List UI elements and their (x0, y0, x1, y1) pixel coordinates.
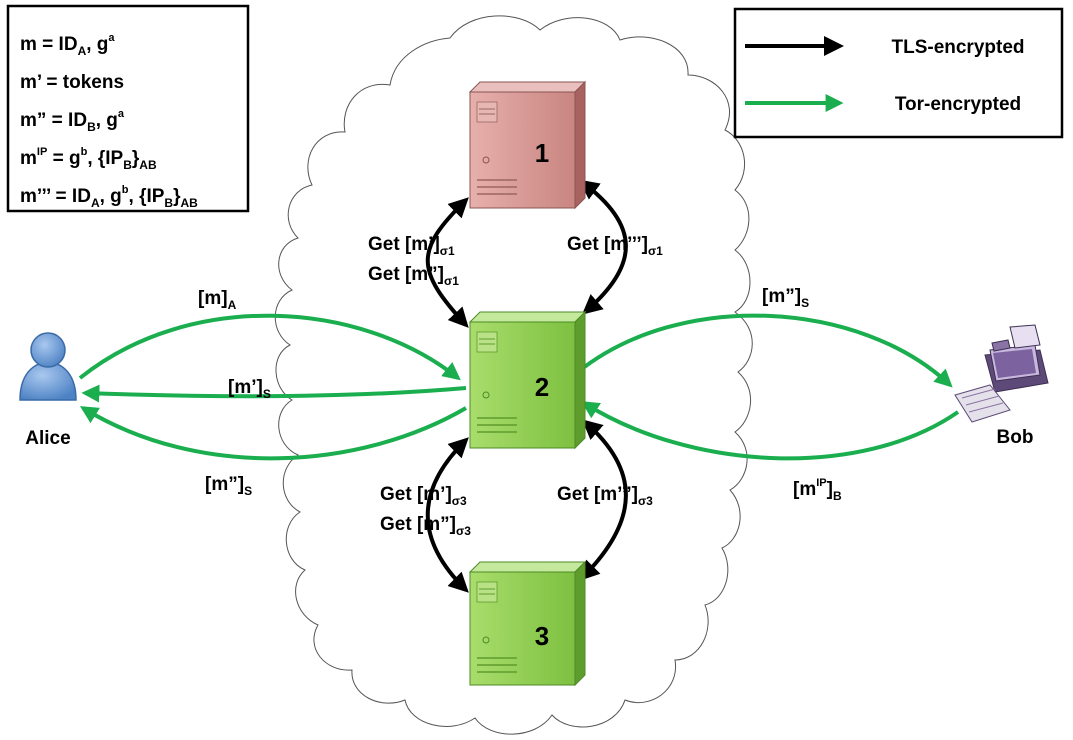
definitions-box: m = IDA, ga m’ = tokens m” = IDB, ga mIP = … (6, 4, 250, 213)
tor-arrow-2-to-alice-mpp (79, 406, 468, 461)
definition-line-3: m” = IDB, ga (20, 108, 125, 134)
label-server2-to-alice-tokens: [m’]S (228, 377, 271, 401)
bob-label: Bob (997, 427, 1034, 448)
label-server2-to-bob: [m”]S (762, 286, 809, 310)
label-bob-to-server2: [mIP]B (793, 477, 842, 503)
tor-arrow-bob-to-2 (580, 401, 960, 461)
server-1-label: 1 (535, 138, 549, 168)
label-get-m3-sigma3: Get [m’’’]σ3 (557, 484, 653, 508)
server-2: 2 (468, 310, 587, 450)
label-alice-to-server2: [m]A (198, 288, 237, 312)
tor-arrow-2-to-bob (576, 313, 953, 388)
server-2-label: 2 (535, 372, 549, 402)
label-server2-to-alice-mpp: [m”]S (205, 474, 252, 498)
tls-arrow-2-3-right (579, 419, 628, 581)
tls-label: TLS-encrypted (891, 37, 1024, 58)
bob-computer-icon: Bob (954, 324, 1049, 448)
tor-label: Tor-encrypted (895, 94, 1021, 115)
definition-line-5: m’’’ = IDA, gb, {IPB}AB (20, 184, 198, 210)
server-3-label: 3 (535, 621, 549, 651)
label-get-m3-sigma1: Get [m’’’]σ1 (567, 234, 663, 258)
label-get-m2-sigma1: Get [m”]σ1 (368, 264, 459, 288)
definition-line-4: mIP = gb, {IPB}AB (20, 146, 157, 172)
definition-line-1: m = IDA, ga (20, 32, 115, 58)
definition-line-2: m’ = tokens (20, 72, 124, 93)
tor-arrows (78, 313, 960, 461)
label-get-m1-sigma3: Get [m’]σ3 (380, 484, 467, 508)
server-1: 1 (468, 80, 587, 210)
alice-icon: Alice (19, 332, 77, 449)
tls-arrow-1-2-right (578, 179, 628, 315)
server-3: 3 (468, 560, 587, 687)
tor-arrow-2-to-alice-tokens (81, 384, 467, 403)
label-get-m1-sigma1: Get [m’]σ1 (368, 234, 455, 258)
tor-arrow-alice-to-2 (78, 313, 461, 381)
alice-label: Alice (25, 428, 70, 449)
tls-arrow-2-3-left (425, 437, 469, 593)
tls-arrow-2-1-left (425, 197, 469, 328)
tls-arrows (425, 179, 628, 593)
label-get-m2-sigma3: Get [m”]σ3 (380, 514, 471, 538)
arrow-key-box: TLS-encrypted Tor-encrypted (733, 7, 1064, 139)
